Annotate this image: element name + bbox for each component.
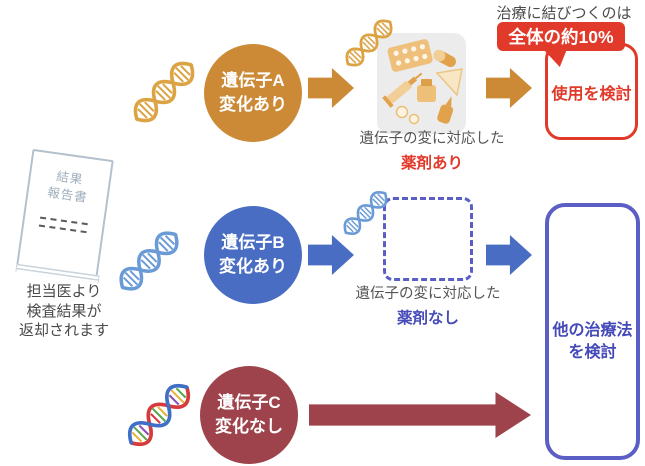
other-treatment-box: 他の治療法 を検討	[545, 203, 640, 460]
percentage-badge: 全体の約10%	[497, 22, 625, 51]
arrow-right-icon	[308, 68, 354, 108]
treatment-note-label: 治療に結びつくのは	[496, 5, 632, 22]
dna-helix-multicolor-icon	[117, 373, 202, 458]
gene-a-circle: 遺伝子A 変化あり	[204, 44, 302, 142]
report-document-icon: 結果 報告書	[15, 148, 114, 284]
document-dash-line	[38, 224, 87, 234]
dna-helix-orange-icon	[123, 51, 205, 133]
gene-b-caption: 遺伝子の変に対応した 薬剤なし	[355, 286, 501, 327]
medicine-set-icon	[377, 33, 466, 134]
gene-c-circle: 遺伝子C 変化なし	[200, 366, 298, 464]
no-drug-dashed-box	[383, 197, 473, 281]
document-caption: 担当医より 検査結果が 返却されます	[18, 283, 109, 339]
report-document-title: 結果 報告書	[46, 169, 89, 205]
gene-a-caption: 遺伝子の変に対応した 薬剤あり	[359, 131, 505, 172]
dna-helix-blue-icon	[109, 221, 190, 302]
dna-helix-blue-icon	[335, 183, 395, 243]
arrow-right-icon	[486, 235, 532, 275]
arrow-right-icon	[308, 235, 354, 275]
arrow-right-icon	[486, 68, 532, 108]
arrow-right-long-icon	[309, 392, 531, 438]
gene-b-circle: 遺伝子B 変化あり	[204, 206, 302, 304]
document-page-stack	[15, 263, 100, 284]
dna-helix-orange-icon	[337, 11, 401, 75]
document-dash-line	[39, 216, 88, 226]
